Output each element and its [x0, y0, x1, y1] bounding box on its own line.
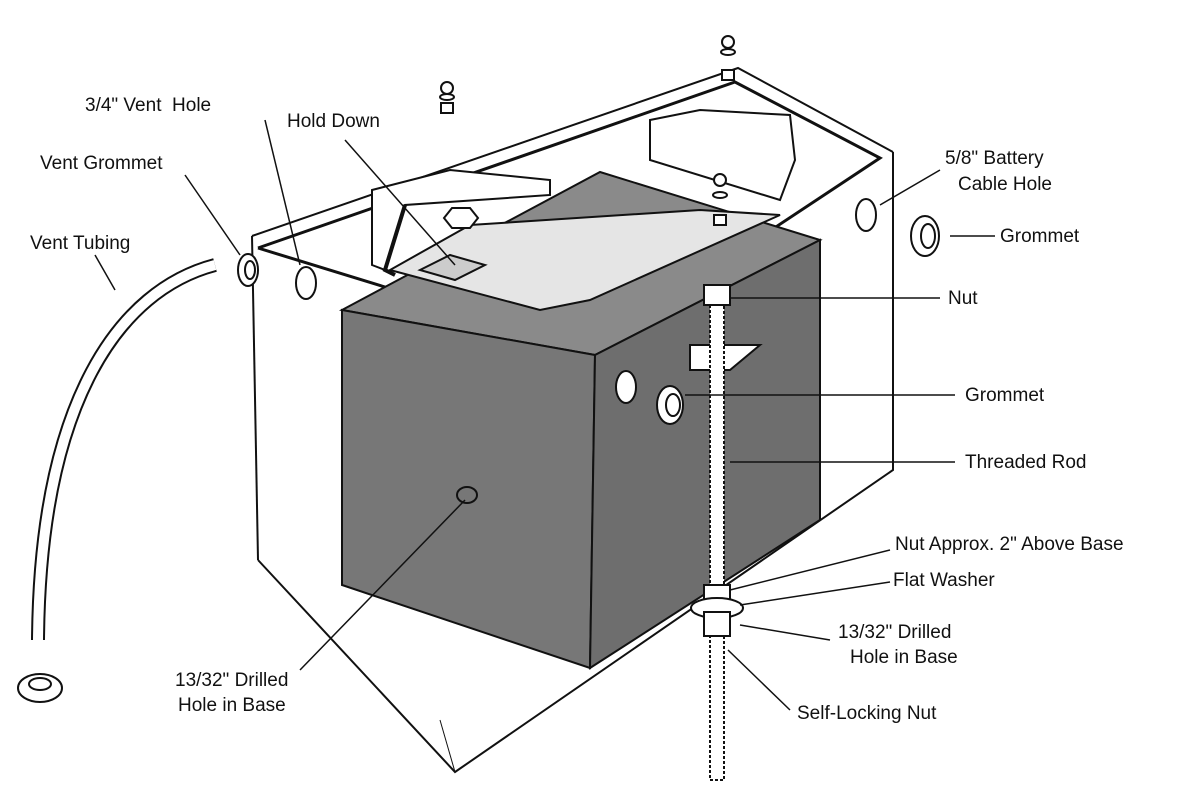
label-self-locking-nut: Self-Locking Nut: [797, 703, 937, 724]
label-grommet-mid: Grommet: [965, 385, 1045, 406]
label-threaded-rod: Threaded Rod: [965, 452, 1087, 473]
label-drilled-right-1: 13/32" Drilled: [838, 622, 952, 643]
label-grommet-right: Grommet: [1000, 226, 1080, 247]
leader-lines: [94, 119, 995, 711]
label-cable-hole-2: Cable Hole: [958, 174, 1052, 195]
grommets: [17, 198, 940, 703]
label-vent-grommet: Vent Grommet: [40, 153, 163, 174]
label-drilled-left-2: Hole in Base: [178, 695, 286, 716]
label-vent-tubing: Vent Tubing: [30, 233, 131, 254]
label-nut-above-base: Nut Approx. 2" Above Base: [895, 534, 1124, 555]
hold-down-bracket: [371, 108, 797, 371]
label-drilled-left-1: 13/32" Drilled: [175, 670, 289, 691]
label-flat-washer: Flat Washer: [893, 570, 995, 591]
bolt-stacks: [439, 35, 736, 229]
label-hold-down: Hold Down: [287, 111, 380, 132]
threaded-rod: [690, 284, 744, 781]
label-cable-hole-1: 5/8" Battery: [945, 148, 1044, 169]
label-nut: Nut: [948, 288, 978, 309]
label-drilled-right-2: Hole in Base: [850, 647, 958, 668]
label-vent-hole: 3/4" Vent Hole: [85, 95, 212, 116]
